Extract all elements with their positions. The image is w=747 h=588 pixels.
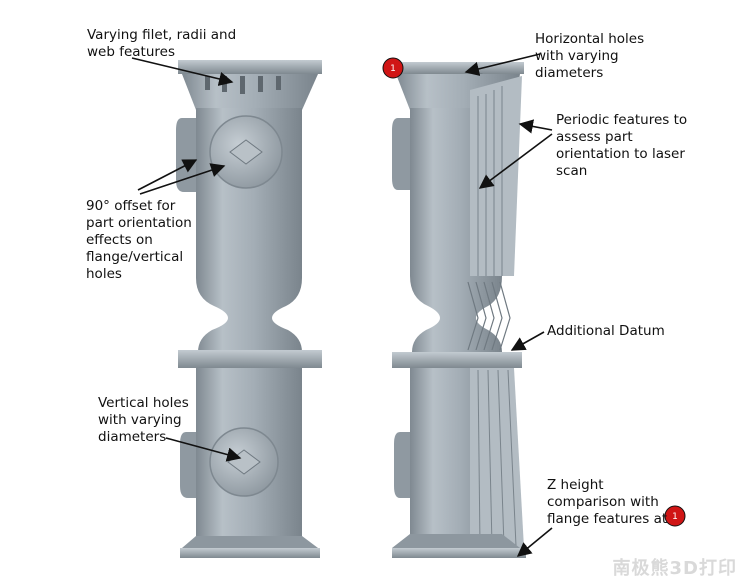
arrow-horizontal-holes bbox=[464, 53, 541, 76]
right-mid-flange bbox=[392, 352, 522, 368]
label-offset: 90° offset for part orientation effects … bbox=[86, 198, 192, 282]
left-part bbox=[176, 60, 322, 558]
right-bottom-flange bbox=[392, 548, 526, 558]
left-bottom-taper bbox=[182, 536, 318, 548]
label-datum: Additional Datum bbox=[547, 323, 665, 339]
arrow-vertical-holes bbox=[165, 437, 242, 462]
right-top-flange bbox=[392, 62, 524, 74]
label-vertical-holes: Vertical holes with varying diameters bbox=[98, 395, 189, 445]
arrow-periodic-2 bbox=[478, 133, 553, 189]
label-fillet: Varying filet, radii and web features bbox=[87, 27, 237, 60]
marker-bottom-label: 1 bbox=[672, 512, 678, 522]
annotation-arrows bbox=[131, 53, 553, 557]
right-bottom-taper bbox=[392, 534, 520, 548]
left-top-taper bbox=[182, 74, 318, 110]
arrow-z-height bbox=[516, 527, 553, 557]
left-bottom-flange bbox=[180, 548, 320, 558]
arrow-fillet bbox=[131, 57, 234, 86]
right-lower-lines bbox=[477, 369, 517, 547]
right-part bbox=[392, 62, 526, 558]
left-top-flange bbox=[178, 60, 322, 74]
right-periodic-lines bbox=[477, 86, 503, 276]
right-neck-ribs bbox=[467, 281, 511, 351]
marker-top: 1 bbox=[382, 57, 404, 79]
arrow-offset-2 bbox=[139, 163, 226, 195]
arrow-offset-1 bbox=[137, 159, 198, 191]
marker-bottom: 1 bbox=[664, 505, 686, 527]
right-neck bbox=[410, 276, 502, 352]
right-lower-web bbox=[470, 368, 524, 548]
marker-top-label: 1 bbox=[390, 64, 396, 74]
arrow-datum bbox=[510, 331, 545, 351]
left-side-boss bbox=[176, 118, 196, 192]
right-lower-boss bbox=[394, 432, 410, 498]
left-neck bbox=[196, 278, 302, 352]
left-upper-hole bbox=[229, 139, 263, 165]
left-lower-boss bbox=[180, 432, 196, 498]
left-mid-flange bbox=[178, 350, 322, 368]
label-horizontal-holes: Horizontal holes with varying diameters bbox=[535, 31, 645, 81]
watermark: 南极熊3D打印 bbox=[612, 558, 737, 579]
right-side-boss bbox=[392, 118, 410, 190]
arrow-periodic-1 bbox=[518, 119, 553, 134]
label-z-height: Z height comparison with flange features… bbox=[547, 477, 668, 527]
label-periodic: Periodic features to assess part orienta… bbox=[556, 112, 688, 179]
